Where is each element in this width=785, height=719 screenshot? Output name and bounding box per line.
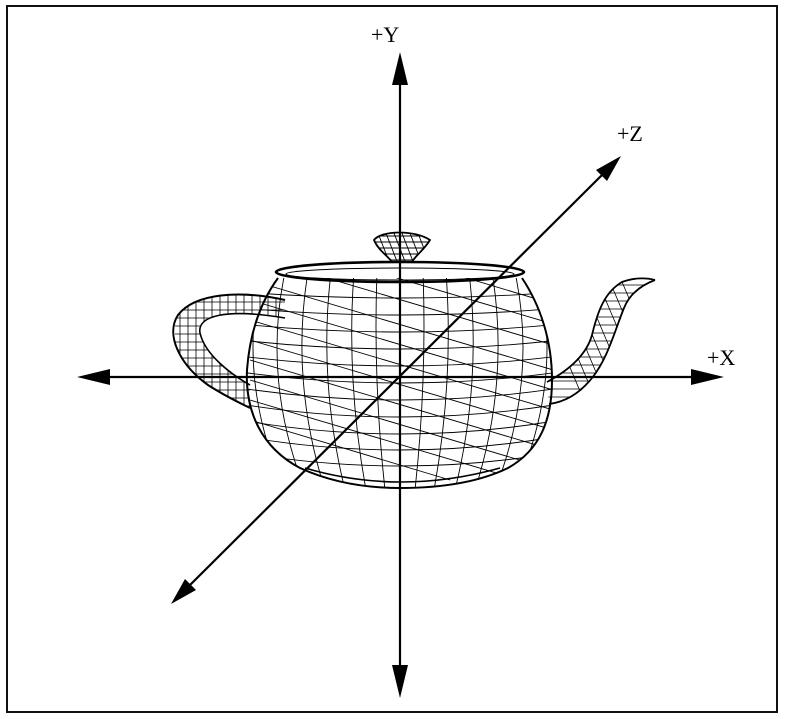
z-axis-label: +Z <box>617 123 643 145</box>
teapot-lid-knob <box>370 228 438 264</box>
y-axis-label: +Y <box>371 24 399 46</box>
z-axis <box>171 156 621 604</box>
x-axis-label: +X <box>707 347 735 369</box>
teapot-spout <box>533 270 672 410</box>
